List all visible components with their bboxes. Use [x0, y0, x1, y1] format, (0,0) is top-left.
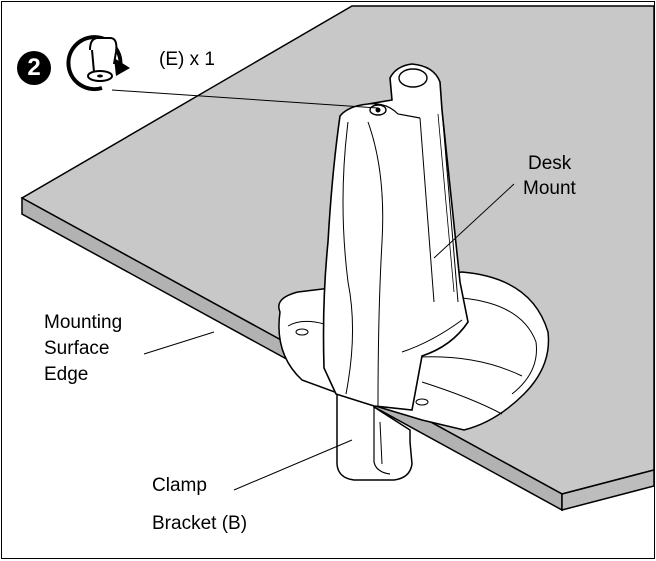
desk-mount-leader-line — [433, 183, 515, 259]
clamp-bracket — [336, 389, 413, 481]
clamp-bracket-label-line2: Bracket (B) — [152, 513, 248, 534]
clamp-bracket-label-line1: Clamp — [152, 475, 207, 496]
desk-mount-tower — [322, 63, 469, 411]
desk-mount-label-line1: Desk — [528, 153, 572, 174]
screw-leader-line — [111, 89, 379, 109]
screw-rotate-clockwise-icon — [66, 35, 130, 92]
step-number-badge: 2 — [17, 51, 51, 85]
mounting-edge-leader-line — [143, 331, 215, 355]
desk-right-edge — [561, 469, 654, 511]
mounting-edge-label-line1: Mounting — [44, 312, 123, 333]
hardware-callout: (E) x 1 — [159, 49, 215, 70]
clamp-leader-line — [233, 439, 353, 491]
mounting-edge-label-line3: Edge — [44, 364, 89, 385]
desk-mount-label-line2: Mount — [523, 178, 576, 199]
mounting-edge-label-line2: Surface — [44, 338, 110, 359]
